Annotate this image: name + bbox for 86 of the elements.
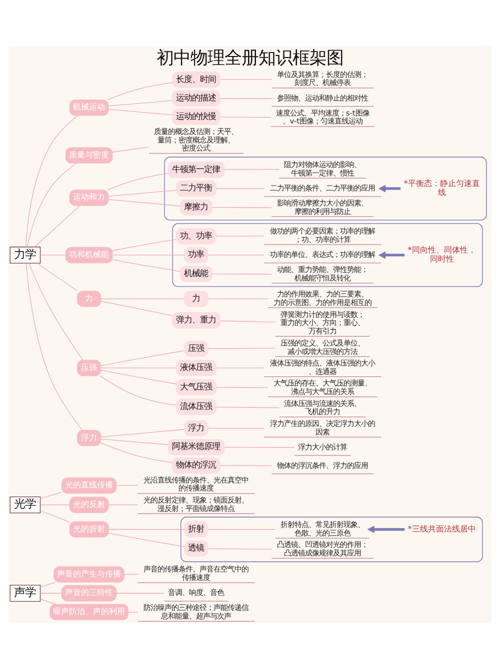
- connector: [36, 262, 78, 291]
- node-box: 光学: [10, 496, 41, 513]
- connector: [216, 235, 264, 236]
- connector: [220, 116, 272, 118]
- connector: [208, 254, 264, 255]
- node-box: 透镜: [184, 540, 208, 556]
- connector: [100, 428, 185, 437]
- connector: [40, 582, 56, 588]
- connector: [100, 367, 176, 368]
- connector: [108, 198, 180, 206]
- connector: [40, 510, 70, 522]
- connector: [208, 347, 276, 348]
- cluster: [180, 516, 483, 562]
- diagram-title: 初中物理全册知识框架图: [156, 48, 344, 68]
- connector: [116, 484, 138, 486]
- connector: [26, 262, 82, 430]
- connector: [100, 442, 172, 462]
- connector: [224, 168, 280, 170]
- node-box: 声学: [10, 584, 41, 602]
- connector: [40, 504, 70, 505]
- node-box: 摩擦力: [180, 198, 212, 216]
- connector: [108, 504, 138, 505]
- arrow: [378, 184, 401, 192]
- node-box: 物体的浮沉: [172, 456, 220, 474]
- connector: [116, 592, 164, 594]
- connector: [124, 573, 138, 574]
- connector: [26, 162, 77, 247]
- connector: [100, 300, 172, 316]
- node-box: 长度、时间: [172, 71, 220, 88]
- connector: [100, 298, 185, 299]
- node-box: 机械能: [180, 265, 212, 282]
- connector: [108, 532, 185, 546]
- connector: [108, 189, 176, 196]
- connector: [220, 320, 276, 322]
- node-box: 弹力、重力: [172, 312, 220, 328]
- connector: [112, 254, 185, 255]
- connector: [224, 446, 295, 448]
- connector: [108, 100, 172, 106]
- node-box: 运动的快慢: [172, 108, 220, 124]
- node-box: 功率: [184, 246, 208, 263]
- node-box: 大气压强: [176, 378, 217, 395]
- connector: [108, 528, 185, 530]
- node-box: 浮力: [184, 420, 208, 436]
- connector: [40, 491, 62, 499]
- connector: [220, 464, 272, 466]
- connector: [28, 262, 84, 360]
- cluster: [164, 156, 487, 220]
- connector: [34, 204, 80, 247]
- connector: [220, 78, 272, 80]
- connector: [208, 298, 268, 299]
- node-box: 力: [184, 290, 208, 306]
- connector: [100, 438, 168, 445]
- connector: [216, 367, 264, 368]
- connector: [40, 254, 66, 255]
- connector: [107, 172, 168, 190]
- cluster: [172, 222, 483, 286]
- connector: [208, 548, 272, 549]
- connector: [107, 82, 172, 100]
- connector: [40, 598, 56, 604]
- connector: [216, 406, 280, 408]
- connector: [40, 592, 62, 594]
- node-box: 功、功率: [176, 228, 217, 244]
- connector: [216, 386, 268, 388]
- connector: [212, 273, 272, 274]
- arrow: [378, 250, 405, 258]
- node-box: 运动的描述: [172, 90, 220, 106]
- node-box: 牛顿第一定律: [168, 161, 225, 178]
- connector: [112, 238, 176, 250]
- connector: [212, 206, 272, 208]
- node-box: 阿基米德原理: [168, 438, 225, 455]
- node-box: 压强: [184, 340, 208, 356]
- node-box: 力学: [10, 246, 41, 264]
- node-box: 流体压强: [176, 398, 217, 414]
- connector: [128, 611, 138, 612]
- connector: [112, 146, 150, 152]
- node-box: 液体压强: [176, 359, 217, 376]
- connector: [100, 350, 185, 366]
- node-box: 二力平衡: [176, 180, 217, 196]
- arrow: [367, 525, 405, 533]
- connector: [100, 375, 176, 405]
- connector: [208, 528, 276, 530]
- connector: [26, 114, 78, 247]
- connector: [108, 108, 172, 115]
- connector: [100, 369, 176, 384]
- connector: [112, 258, 180, 272]
- node-box: 折射: [184, 520, 208, 537]
